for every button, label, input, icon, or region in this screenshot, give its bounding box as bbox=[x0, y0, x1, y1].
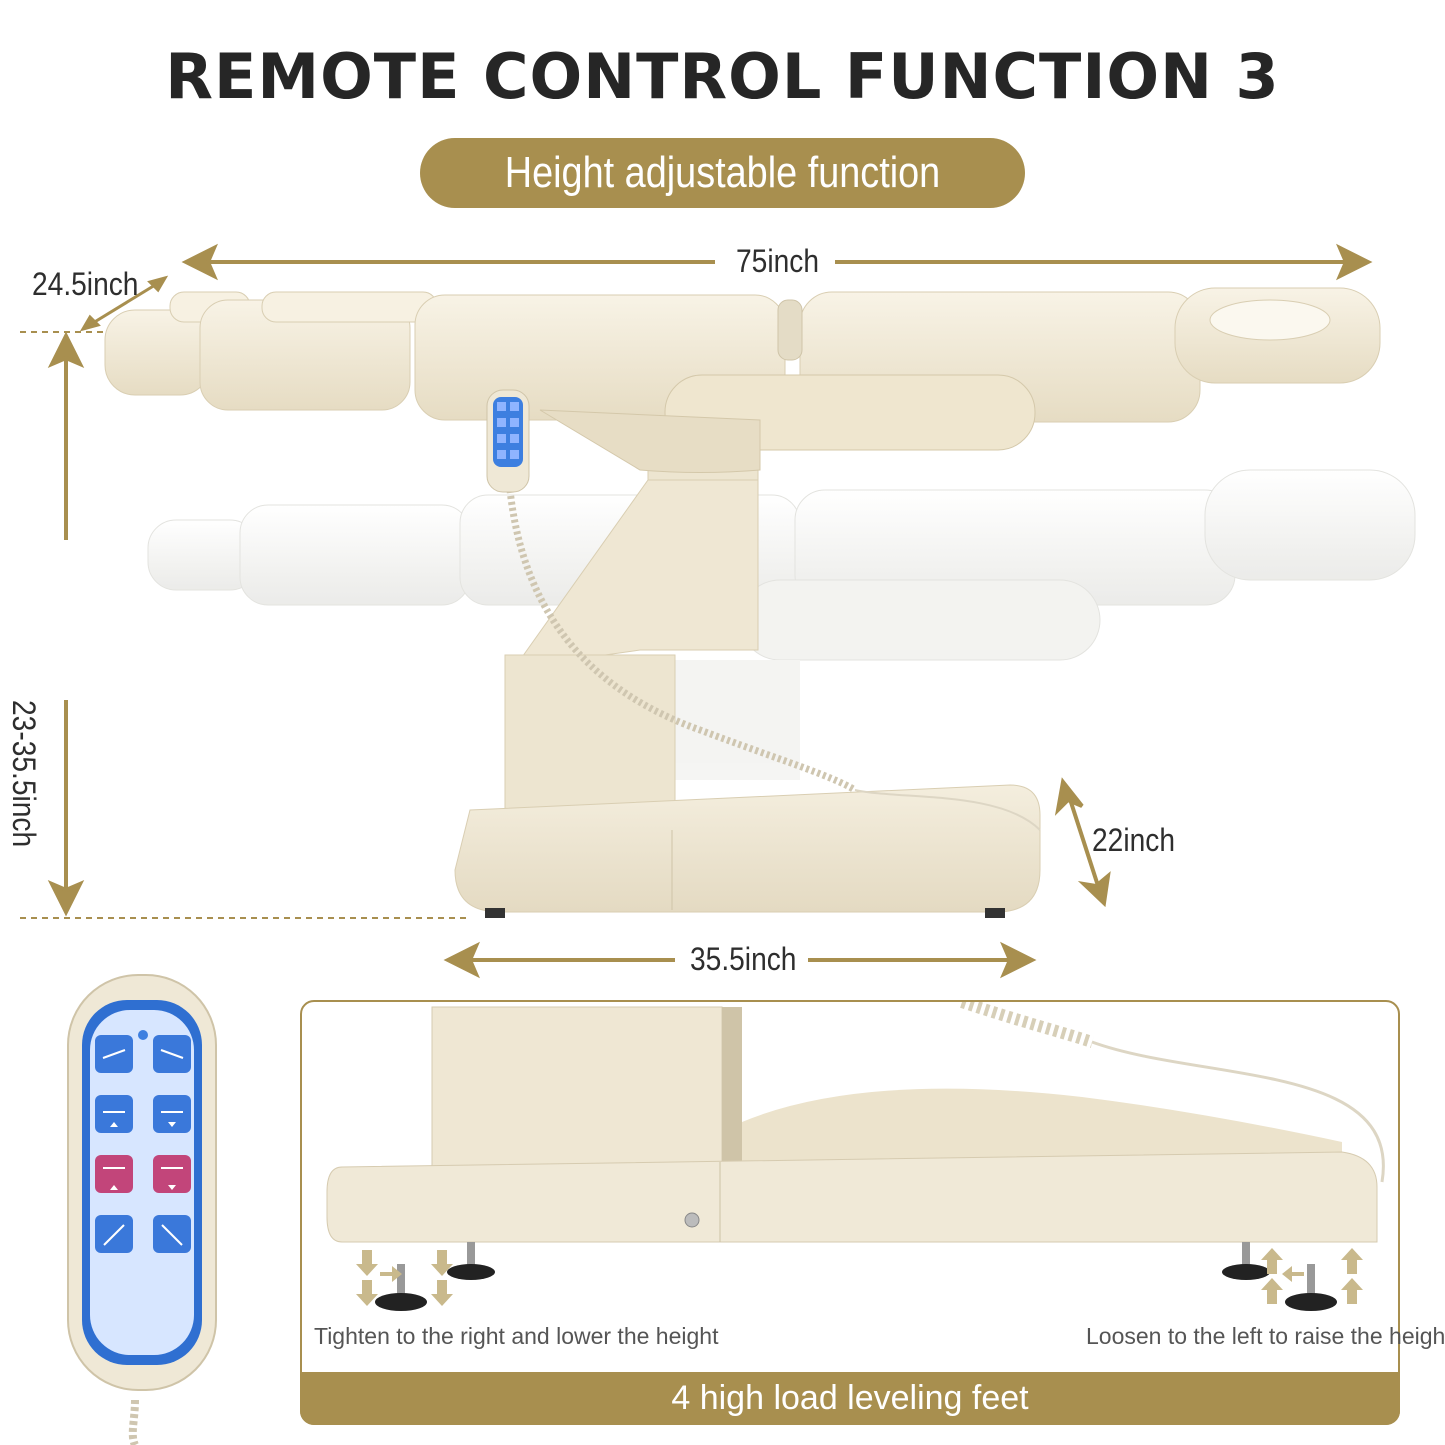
length-label: 75inch bbox=[736, 243, 819, 279]
base-length-arrow bbox=[443, 941, 1037, 979]
base-closeup bbox=[326, 1002, 1385, 1311]
feet-label: 4 high load leveling feet bbox=[671, 1379, 1029, 1417]
length-dimension-arrow bbox=[181, 243, 1373, 281]
chair-lowered bbox=[147, 469, 1416, 780]
remote-large bbox=[67, 974, 217, 1445]
chair-base bbox=[454, 784, 1041, 918]
height-dimension-arrow bbox=[47, 331, 85, 917]
lower-arrows-icon bbox=[356, 1250, 453, 1306]
loosen-caption: Loosen to the left to raise the height bbox=[1086, 1323, 1445, 1349]
base-length-label: 35.5inch bbox=[690, 941, 797, 977]
tighten-caption: Tighten to the right and lower the heigh… bbox=[314, 1323, 719, 1349]
width-dimension-arrow bbox=[79, 275, 169, 332]
leveling-feet-detail bbox=[300, 1000, 1400, 1425]
subtitle-pill bbox=[420, 138, 1025, 208]
raise-arrows-icon bbox=[1261, 1248, 1363, 1304]
width-label: 24.5inch bbox=[32, 266, 139, 302]
remote-buttons bbox=[95, 1035, 191, 1253]
feet-label-bar bbox=[300, 1372, 1400, 1425]
height-range-label: 23-35.5inch bbox=[6, 700, 42, 848]
guide-lines bbox=[20, 331, 470, 919]
base-height-arrow bbox=[1054, 777, 1111, 908]
remote-small bbox=[486, 389, 530, 493]
base-height-label: 22inch bbox=[1092, 822, 1175, 858]
page-title: REMOTE CONTROL FUNCTION 3 bbox=[165, 40, 1280, 113]
remote-cable bbox=[506, 489, 857, 794]
subtitle: Height adjustable function bbox=[504, 148, 941, 197]
chair-raised bbox=[104, 287, 1381, 473]
